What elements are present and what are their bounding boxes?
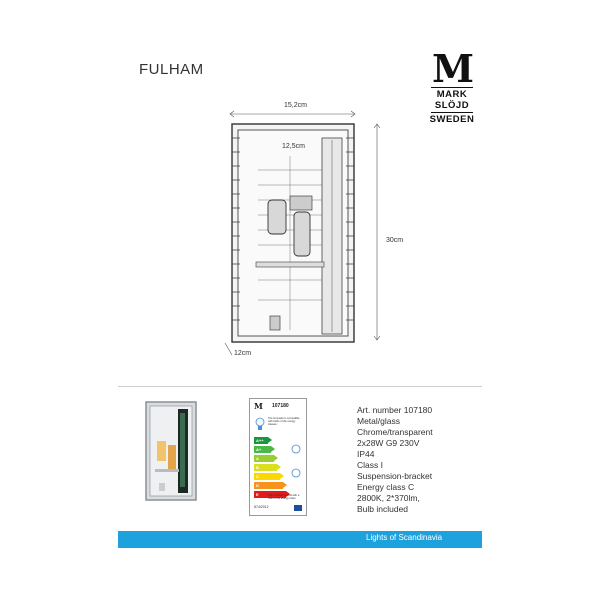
energy-class-c: C [254, 473, 284, 480]
spec-line: Suspension-bracket [357, 471, 433, 481]
spec-line: Energy class C [357, 482, 415, 492]
energy-class-e: E [254, 491, 290, 498]
spec-line: Bulb included [357, 504, 409, 514]
spec-line: Metal/glass [357, 416, 400, 426]
energy-class-a: A [254, 455, 278, 462]
spec-line: 2800K, 2*370lm, [357, 493, 420, 503]
footer-banner [118, 531, 482, 548]
width-dimension: 15,2cm [284, 102, 307, 109]
product-photo [145, 401, 197, 501]
spec-line: Chrome/transparent [357, 427, 433, 437]
energy-label-regulation: 874/2012 [254, 505, 269, 509]
energy-class-a-plus: A+ [254, 446, 275, 453]
lamp-housing [231, 123, 355, 343]
energy-label-article: 107180 [272, 403, 289, 409]
height-dimension: 30cm [386, 237, 404, 244]
brand-logo: M MARK SLÖJD SWEDEN [428, 46, 476, 126]
energy-class-d: D [254, 482, 287, 489]
spec-line: Class I [357, 460, 383, 470]
spec-line: Art. number 107180 [357, 405, 433, 415]
energy-label-compatible-text: The luminaire is compatible with bulbs o… [268, 417, 300, 426]
product-drawing [224, 110, 381, 356]
divider [118, 386, 482, 387]
energy-class-scale: A++ A+ A B C D E [254, 437, 290, 500]
footer-banner-text: Lights of Scandinavia [366, 533, 443, 542]
spec-line: 2x28W G9 230V [357, 438, 420, 448]
inner-width-dimension: 12,5cm [282, 143, 305, 150]
bulb-icon [255, 417, 265, 430]
logo-mark: M [431, 46, 474, 91]
eu-flag-icon [294, 505, 302, 511]
product-specs: Art. number 107180 Metal/glass Chrome/tr… [357, 405, 433, 515]
energy-label: M 107180 The luminaire is compatible wit… [249, 398, 307, 516]
depth-dimension: 12cm [234, 350, 252, 357]
energy-label-sold-text: The luminaire is sold with a bulb of the… [268, 494, 300, 500]
energy-label-logo: M [254, 401, 263, 411]
logo-line-3: SWEDEN [429, 114, 475, 125]
energy-class-a-plus-plus: A++ [254, 437, 272, 444]
spec-line: IP44 [357, 449, 375, 459]
product-title: FULHAM [139, 61, 204, 78]
lamp-icons [291, 444, 301, 478]
logo-line-2: SLÖJD [434, 100, 470, 111]
energy-class-b: B [254, 464, 281, 471]
logo-line-1: MARK [436, 89, 468, 100]
